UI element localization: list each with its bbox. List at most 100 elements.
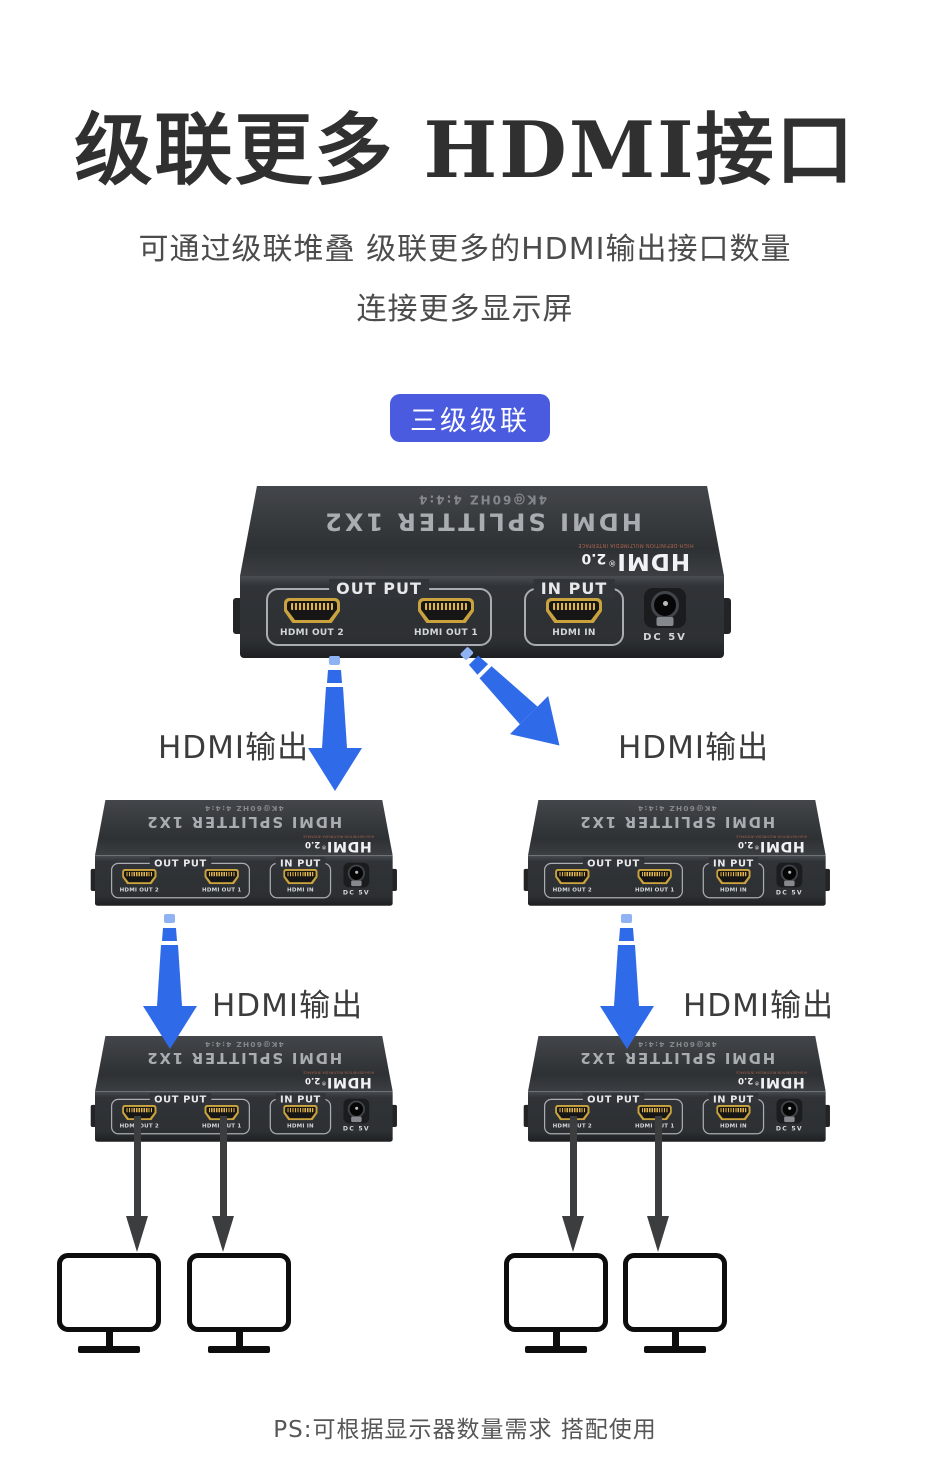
mounting-ear-left <box>90 868 99 892</box>
mounting-ear-right <box>389 1104 397 1128</box>
dc-power-jack: DC 5V <box>340 1098 373 1133</box>
hdmi-out2-port-icon <box>555 868 590 885</box>
device-front-face: OUT PUT HDMI OUT 2 HDMI OUT 1 IN PUT HDM… <box>95 855 393 906</box>
device-model-text: HDMI SPLITTER 1X2 <box>578 813 776 831</box>
out-put-label: OUT PUT <box>149 857 212 869</box>
hdmi-out2-port-icon <box>122 1104 157 1121</box>
device-front-face: OUT PUT HDMI OUT 2 HDMI OUT 1 IN PUT HDM… <box>240 576 724 658</box>
input-port-group: IN PUT HDMI IN <box>702 857 765 899</box>
device-model-text: HDMI SPLITTER 1X2 <box>322 507 642 536</box>
dc-jack-icon <box>776 862 803 888</box>
device-spec-text: 4K@60HZ 4:4:4 <box>417 493 547 507</box>
device-model-text: HDMI SPLITTER 1X2 <box>578 1049 776 1067</box>
dc-power-jack: DC 5V <box>638 588 692 643</box>
diagonal-arrow-icon <box>460 647 560 746</box>
hdmi-in-port-icon <box>283 868 318 885</box>
device-top-face: HDMI SPLITTER 1X2 4K@60HZ 4:4:4 HDMI®2.0… <box>240 486 724 576</box>
cable-arrow-icon <box>212 1116 234 1252</box>
hdmi-out1-label: HDMI OUT 1 <box>202 887 242 894</box>
splitter-device-level1: HDMI SPLITTER 1X2 4K@60HZ 4:4:4 HDMI®2.0… <box>233 486 731 658</box>
hdmi-in-port-icon <box>716 1104 751 1121</box>
device-model-text: HDMI SPLITTER 1X2 <box>145 1049 343 1067</box>
dc-5v-label: DC 5V <box>775 889 803 897</box>
mounting-ear-right <box>389 868 397 892</box>
out-put-label: OUT PUT <box>582 1093 645 1105</box>
in-put-label: IN PUT <box>275 1093 326 1105</box>
mounting-ear-left <box>523 1104 532 1128</box>
subtitle-line-1: 可通过级联堆叠 级联更多的HDMI输出接口数量 <box>138 232 792 267</box>
output-port-group: OUT PUT HDMI OUT 2 HDMI OUT 1 <box>110 857 250 899</box>
hdmi-out1-label: HDMI OUT 1 <box>635 887 675 894</box>
device-model-text: HDMI SPLITTER 1X2 <box>145 813 343 831</box>
out-put-label: OUT PUT <box>329 579 429 598</box>
cable-arrow-icon <box>126 1116 148 1252</box>
hdmi-logo-smallprint: HIGH-DEFINITION MULTIMEDIA INTERFACE <box>578 542 694 548</box>
hdmi-in-label: HDMI IN <box>287 887 314 894</box>
hdmi-splitter-box: HDMI SPLITTER 1X2 4K@60HZ 4:4:4 HDMI®2.0… <box>233 486 731 658</box>
mounting-ear-left <box>90 1104 99 1128</box>
footer-note: PS:可根据显示器数量需求 搭配使用 <box>273 1417 657 1443</box>
page-title: 级联更多 HDMI接口 <box>74 105 856 196</box>
hdmi-out1-port-icon <box>637 1104 672 1121</box>
device-spec-text: 4K@60HZ 4:4:4 <box>636 1040 717 1049</box>
in-put-label: IN PUT <box>275 857 326 869</box>
cable-arrow-icon <box>562 1116 584 1252</box>
down-arrow-icon <box>143 914 197 1049</box>
hdmi-out2-port-icon <box>284 598 340 623</box>
hdmi-out2-port-icon <box>555 1104 590 1121</box>
dc-jack-icon <box>343 862 370 888</box>
hdmi-in-port-icon <box>283 1104 318 1121</box>
hdmi-in-label: HDMI IN <box>720 1123 747 1130</box>
dc-5v-label: DC 5V <box>342 889 370 897</box>
input-port-group: IN PUT HDMI IN <box>524 579 624 646</box>
mounting-ear-right <box>822 1104 830 1128</box>
hdmi-in: HDMI IN <box>536 598 612 638</box>
out-put-label: OUT PUT <box>149 1093 212 1105</box>
cascade-level-badge: 三级级联 <box>390 394 550 442</box>
hdmi-in-label: HDMI IN <box>720 887 747 894</box>
hdmi-out1-port-icon <box>418 598 474 623</box>
device-front-face: OUT PUT HDMI OUT 2 HDMI OUT 1 IN PUT HDM… <box>95 1091 393 1142</box>
hdmi-in-port-icon <box>546 598 602 623</box>
mounting-ear-left <box>523 868 532 892</box>
hdmi-out1-label: HDMI OUT 1 <box>414 628 478 638</box>
hdmi-2-0-logo: HDMI®2.0 HIGH-DEFINITION MULTIMEDIA INTE… <box>578 542 694 574</box>
out-put-label: OUT PUT <box>582 857 645 869</box>
device-top-text: HDMI SPLITTER 1X2 4K@60HZ 4:4:4 <box>240 493 724 536</box>
hdmi-2-0-logo: HDMI®2.0 HIGH-DEFINITION MULTIMEDIA INTE… <box>303 1070 375 1091</box>
hdmi-out2-label: HDMI OUT 2 <box>552 887 592 894</box>
monitor-icon <box>187 1253 291 1353</box>
dc-jack-icon <box>776 1098 803 1124</box>
down-arrow-icon <box>308 656 362 791</box>
hdmi-output-label: HDMI输出 <box>158 730 310 766</box>
in-put-label: IN PUT <box>708 857 759 869</box>
hdmi-out2-label: HDMI OUT 2 <box>119 887 159 894</box>
input-port-group: IN PUT HDMI IN <box>269 857 332 899</box>
hdmi-2-0-logo: HDMI®2.0 HIGH-DEFINITION MULTIMEDIA INTE… <box>736 1070 808 1091</box>
dc-power-jack: DC 5V <box>773 862 806 897</box>
monitor-icon <box>57 1253 161 1353</box>
hdmi-in-label: HDMI IN <box>287 1123 314 1130</box>
dc-power-jack: DC 5V <box>773 1098 806 1133</box>
input-port-group: IN PUT HDMI IN <box>269 1093 332 1135</box>
down-arrow-icon <box>600 914 654 1049</box>
device-spec-text: 4K@60HZ 4:4:4 <box>203 804 284 813</box>
hdmi-out2-label: HDMI OUT 2 <box>280 628 344 638</box>
in-put-label: IN PUT <box>708 1093 759 1105</box>
hdmi-logo-text: HDMI®2.0 <box>581 548 691 574</box>
hdmi-out1: HDMI OUT 1 <box>408 598 484 638</box>
monitor-icon <box>504 1253 608 1353</box>
hdmi-in-port-icon <box>716 868 751 885</box>
monitor-icon <box>623 1253 727 1353</box>
